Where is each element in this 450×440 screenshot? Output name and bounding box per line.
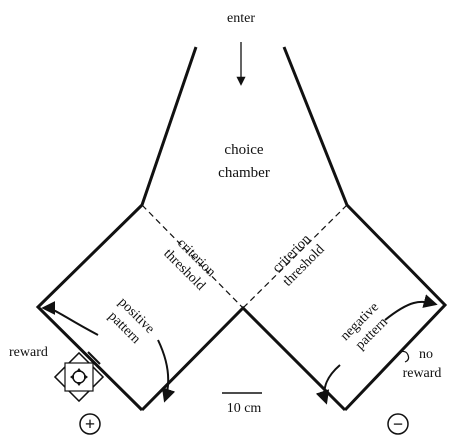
maze-walls [35,46,448,412]
negative-pattern-arrow-lower [315,364,341,405]
plus-circle-icon [79,413,101,435]
no-reward-notch [399,350,410,363]
enter-label: enter [227,11,255,26]
negative-pattern-arrow [384,294,438,321]
reward-label: reward [9,345,48,360]
right-outer-wall [282,46,448,412]
no-label: no [419,347,433,362]
positive-pattern-arrow [41,301,99,336]
minus-symbol: − [393,414,403,434]
no-reward-label: reward [403,366,442,381]
minus-circle-icon [387,413,409,435]
left-threshold-line [141,204,244,309]
scale-label: 10 cm [227,401,262,416]
left-outer-wall [35,46,198,412]
choice-label: choice [224,142,263,158]
chamber-label: chamber [218,165,270,181]
positive-pattern-arrow-lower [157,339,176,403]
reward-feeder [53,351,105,403]
center-wall [140,305,347,412]
plus-symbol: + [85,414,95,434]
criterion-threshold-lines [141,204,348,309]
right-threshold-line [242,204,348,309]
